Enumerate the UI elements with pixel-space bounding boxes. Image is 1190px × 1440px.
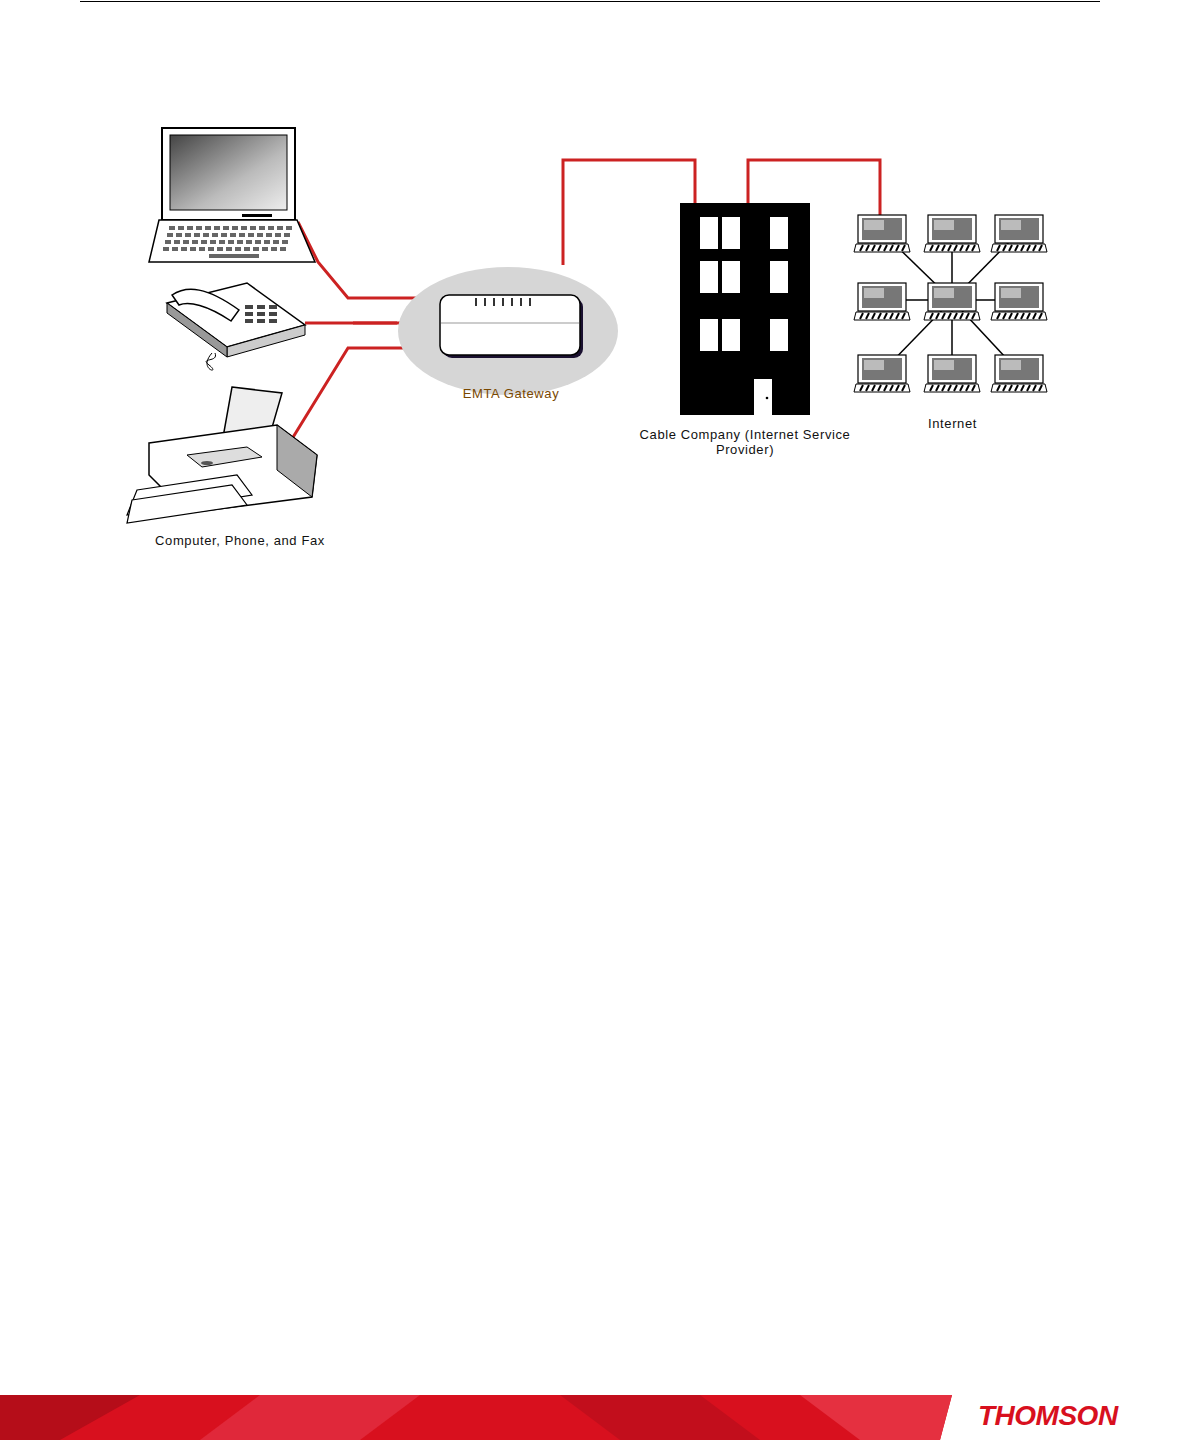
gateway-node: EMTA Gateway <box>397 265 625 401</box>
node-illustration <box>852 215 1053 433</box>
window <box>770 217 788 249</box>
window <box>770 261 788 293</box>
telephone <box>167 283 305 370</box>
devices-node: Computer, Phone, and Fax <box>127 125 353 550</box>
status-led <box>511 298 513 306</box>
network-computer <box>854 355 910 392</box>
computer <box>149 128 315 262</box>
status-led <box>484 298 486 306</box>
building <box>680 203 810 415</box>
node-illustration <box>127 125 353 550</box>
door <box>754 379 772 415</box>
cable-connector <box>563 160 695 265</box>
node-label: EMTA Gateway <box>397 386 625 401</box>
status-led <box>502 298 504 306</box>
network-computer <box>854 283 910 320</box>
printer-fax <box>127 387 317 523</box>
status-led <box>475 298 477 306</box>
footer-band <box>0 1395 952 1440</box>
window <box>700 217 718 249</box>
device-seam <box>441 323 579 324</box>
status-led <box>520 298 522 306</box>
node-illustration <box>397 265 625 401</box>
node-label: Internet <box>852 416 1053 431</box>
label-text: EMTA Gateway <box>397 386 625 401</box>
internet-node: Internet <box>852 215 1053 433</box>
window <box>770 319 788 351</box>
node-label: Cable Company (Internet Service Provider… <box>622 427 868 457</box>
gateway-device <box>440 295 580 355</box>
brand-logo: THOMSON <box>978 1400 1118 1432</box>
cable-connector <box>353 322 397 325</box>
network-computer <box>991 355 1047 392</box>
network-computer <box>991 215 1047 252</box>
window <box>700 261 718 293</box>
label-text: Cable Company (Internet Service Provider… <box>638 427 853 457</box>
network-computer <box>991 283 1047 320</box>
status-led <box>529 298 531 306</box>
node-illustration <box>622 203 868 459</box>
window <box>722 217 740 249</box>
label-text: Computer, Phone, and Fax <box>127 533 353 548</box>
network-computer <box>924 283 980 320</box>
window <box>722 319 740 351</box>
status-led <box>493 298 495 306</box>
label-text: Internet <box>852 416 1053 431</box>
header-rule <box>80 1 1100 2</box>
network-computer <box>924 355 980 392</box>
node-label: Computer, Phone, and Fax <box>127 533 353 548</box>
building-node: Cable Company (Internet Service Provider… <box>622 203 868 459</box>
gateway-ellipse <box>398 267 618 395</box>
window <box>700 319 718 351</box>
window <box>722 261 740 293</box>
network-computer <box>924 215 980 252</box>
network-computer <box>854 215 910 252</box>
door-knob <box>766 397 769 400</box>
